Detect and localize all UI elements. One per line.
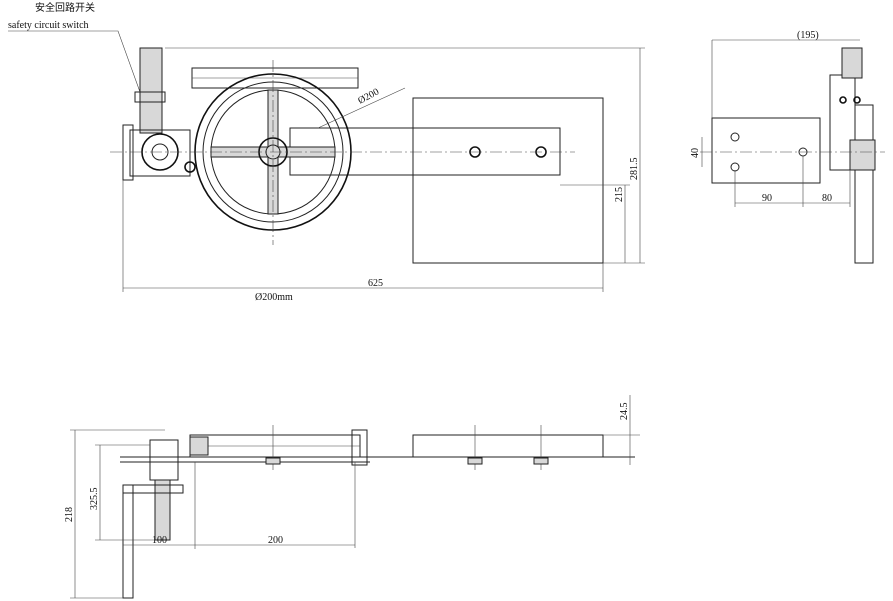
dim-80: 80 [822,193,832,204]
dim-pulley-size: Ø200mm [255,292,293,303]
leader-line [8,30,141,93]
dim-215: 215 [614,187,625,202]
top-view: Ø200 625 Ø200mm 215 281.5 [110,47,645,303]
dim-200: 200 [268,535,283,546]
dim-625: 625 [368,278,383,289]
dim-90: 90 [762,193,772,204]
dim-pulley-dia: Ø200 [356,86,381,106]
bottom-view: 218 325.5 100 200 24.5 [64,395,640,599]
dim-281-5: 281.5 [629,158,640,181]
dim-325-5: 325.5 [89,488,100,511]
dim-100: 100 [152,535,167,546]
dim-24-5: 24.5 [619,403,630,421]
dim-218: 218 [64,507,75,522]
side-view: (195) 40 90 80 [690,30,885,264]
switch-label-cn: 安全回路开关 [35,1,95,14]
dim-195: (195) [797,30,819,41]
switch-label-en: safety circuit switch [8,20,89,31]
dim-40: 40 [690,148,701,158]
